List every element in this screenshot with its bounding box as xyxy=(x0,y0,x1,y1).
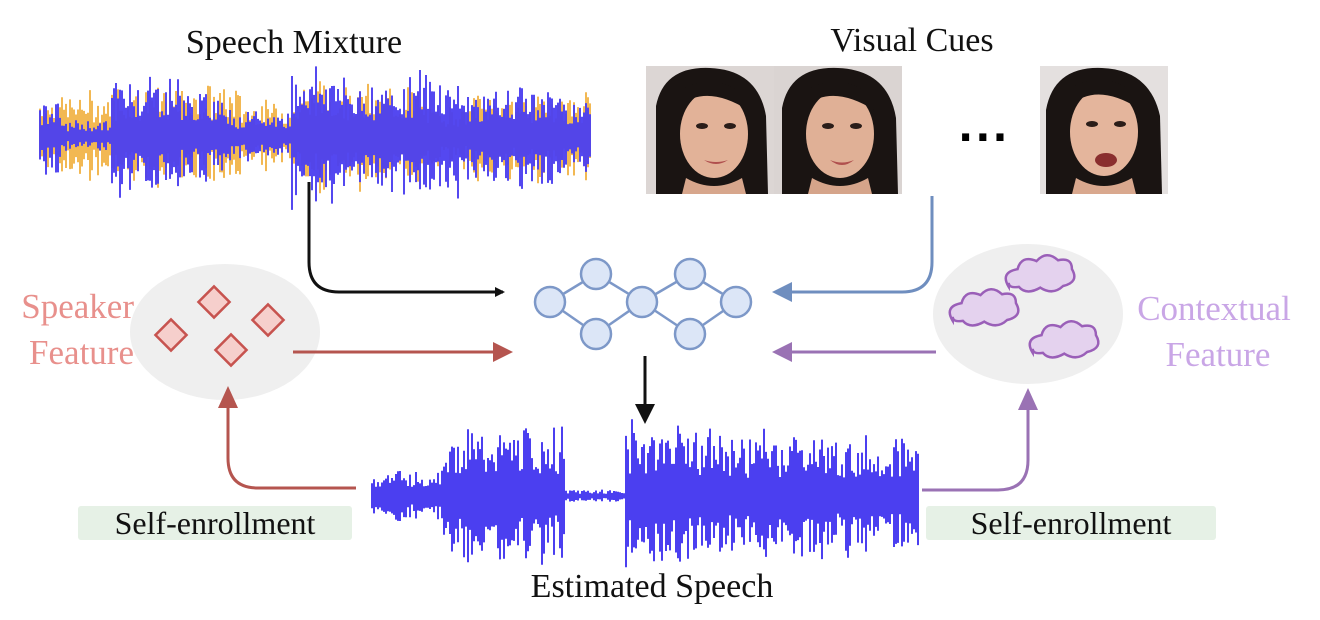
face-frame xyxy=(1040,66,1168,194)
network-node xyxy=(673,317,707,351)
mixture-to-network-arrow xyxy=(307,182,505,297)
network-node xyxy=(579,317,613,351)
speaker-feature-blob xyxy=(130,264,320,400)
self-enrollment-left-arrowhead xyxy=(218,386,238,408)
network-node xyxy=(719,285,753,319)
speaker-feature-label: Speaker Feature xyxy=(21,284,134,376)
self-enrollment-right-label: Self-enrollment xyxy=(926,506,1216,540)
diamond-icons xyxy=(153,284,286,368)
video-frame-1 xyxy=(646,66,774,194)
network-node xyxy=(579,257,613,291)
network-node xyxy=(625,285,659,319)
visual-to-network-arrow xyxy=(776,196,934,294)
speaker-feature-line-1: Speaker xyxy=(21,287,134,326)
diamond-icon xyxy=(153,317,189,353)
contextual-feature-line-1: Contextual xyxy=(1137,289,1291,328)
contextual-arrowhead xyxy=(772,342,792,362)
speech-mixture-waveform xyxy=(39,66,591,210)
diamond-icon xyxy=(196,284,232,320)
cloud-icon xyxy=(1004,253,1076,293)
contextual-feature-line-2: Feature xyxy=(1165,335,1271,374)
estimated-speech-label: Estimated Speech xyxy=(530,568,774,605)
self-enrollment-right-arrowhead xyxy=(1018,388,1038,410)
estimated-speech-waveform xyxy=(371,419,919,568)
cloud-icon xyxy=(948,287,1020,327)
ellipsis: ... xyxy=(958,105,1010,151)
self-enrollment-right-arrow xyxy=(922,404,1030,492)
diamond-icon xyxy=(250,302,286,338)
face-frame xyxy=(646,66,774,194)
network-node xyxy=(673,257,707,291)
network-node xyxy=(533,285,567,319)
diamond-icon xyxy=(213,332,249,368)
contextual-feature-label: Contextual Feature xyxy=(1128,286,1300,378)
face-frame xyxy=(774,66,902,194)
waveform xyxy=(39,66,591,210)
speaker-feature-line-2: Feature xyxy=(29,333,134,372)
video-frame-n xyxy=(1040,66,1168,194)
estimate-arrowhead xyxy=(635,404,655,424)
cloud-icon xyxy=(1028,319,1100,359)
speech-mixture-label: Speech Mixture xyxy=(185,24,403,61)
cloud-icons xyxy=(948,253,1100,359)
visual-arrowhead xyxy=(772,282,792,302)
visual-cues-label: Visual Cues xyxy=(830,22,994,59)
neural-network-icon xyxy=(533,257,753,351)
self-enrollment-left-label: Self-enrollment xyxy=(78,506,352,540)
waveform xyxy=(371,419,919,568)
video-frame-2 xyxy=(774,66,902,194)
speaker-arrowhead xyxy=(493,342,513,362)
self-enrollment-left-arrow xyxy=(226,402,356,490)
